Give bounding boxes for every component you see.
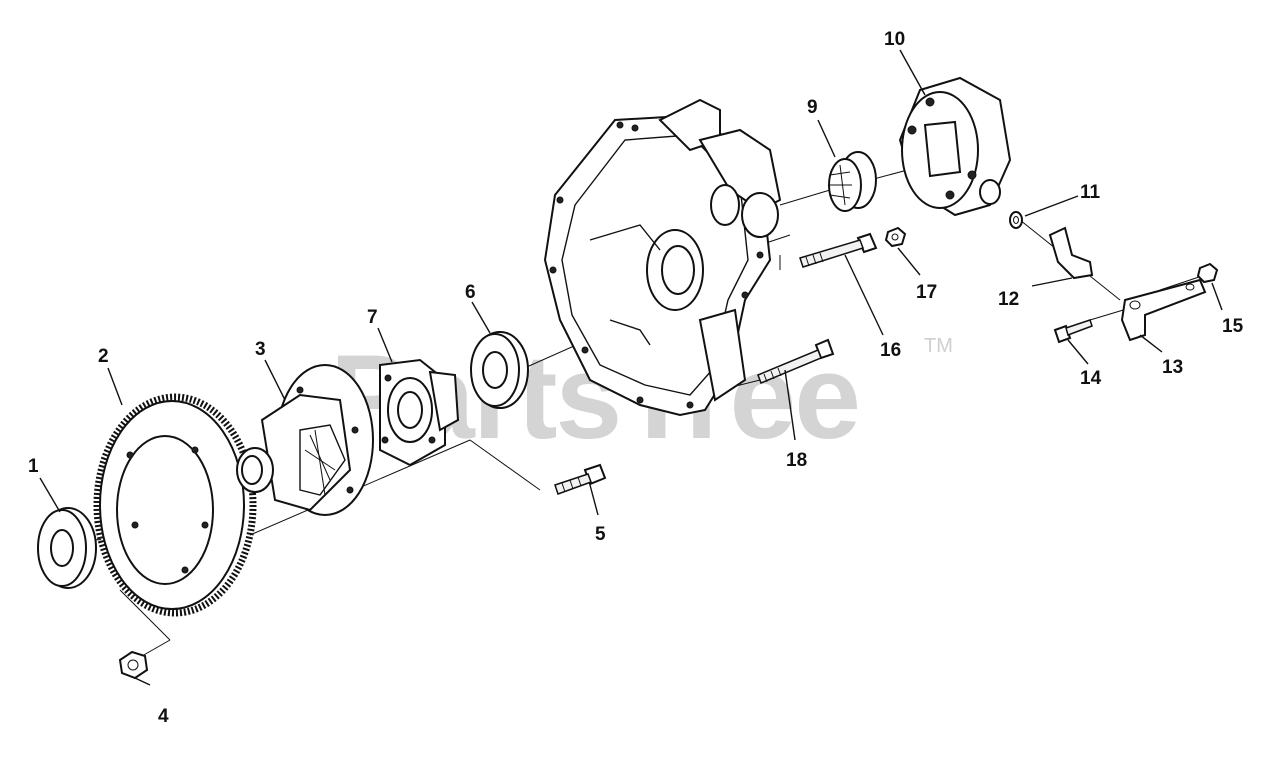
label-part-1: 1 xyxy=(28,456,39,477)
part-12-lever-shaft xyxy=(1048,226,1094,280)
leader-lines xyxy=(39,49,1223,686)
label-part-7: 7 xyxy=(367,307,378,328)
label-part-6: 6 xyxy=(465,282,476,303)
part-10-brake-caliper xyxy=(898,76,1012,217)
part-9-spline-hub xyxy=(828,151,877,212)
label-part-14: 14 xyxy=(1080,368,1102,389)
label-part-12: 12 xyxy=(998,289,1019,310)
label-part-4: 4 xyxy=(158,706,169,727)
label-part-15: 15 xyxy=(1222,316,1244,337)
part-17-screw xyxy=(884,226,907,248)
part-15-nut xyxy=(1196,262,1219,284)
label-part-13: 13 xyxy=(1162,357,1183,378)
part-5-bolt xyxy=(554,463,607,495)
part-16-long-bolt xyxy=(799,232,878,268)
label-part-5: 5 xyxy=(595,524,606,545)
part-1-seal xyxy=(37,507,97,589)
label-part-10: 10 xyxy=(884,29,905,50)
label-part-9: 9 xyxy=(807,97,818,118)
label-part-18: 18 xyxy=(786,450,807,471)
part-13-lever-arm xyxy=(1120,278,1207,342)
watermark-tm: TM xyxy=(924,335,953,357)
part-2-ring-gear xyxy=(93,393,257,617)
label-part-17: 17 xyxy=(916,282,937,303)
part-3-differential xyxy=(236,364,374,516)
label-part-3: 3 xyxy=(255,339,266,360)
transaxle-housing xyxy=(543,98,782,417)
part-7-plate xyxy=(379,358,460,467)
part-14-bolt xyxy=(1053,319,1093,344)
label-part-11: 11 xyxy=(1080,182,1101,203)
part-labels: 1 2 3 4 5 6 7 9 10 11 12 13 14 15 16 17 … xyxy=(28,29,1244,727)
part-6-seal xyxy=(470,331,529,409)
label-part-16: 16 xyxy=(880,340,901,361)
part-4-nut xyxy=(118,650,149,680)
label-part-2: 2 xyxy=(98,346,109,367)
part-11-washer xyxy=(1009,211,1023,229)
part-18-long-bolt xyxy=(757,338,835,384)
